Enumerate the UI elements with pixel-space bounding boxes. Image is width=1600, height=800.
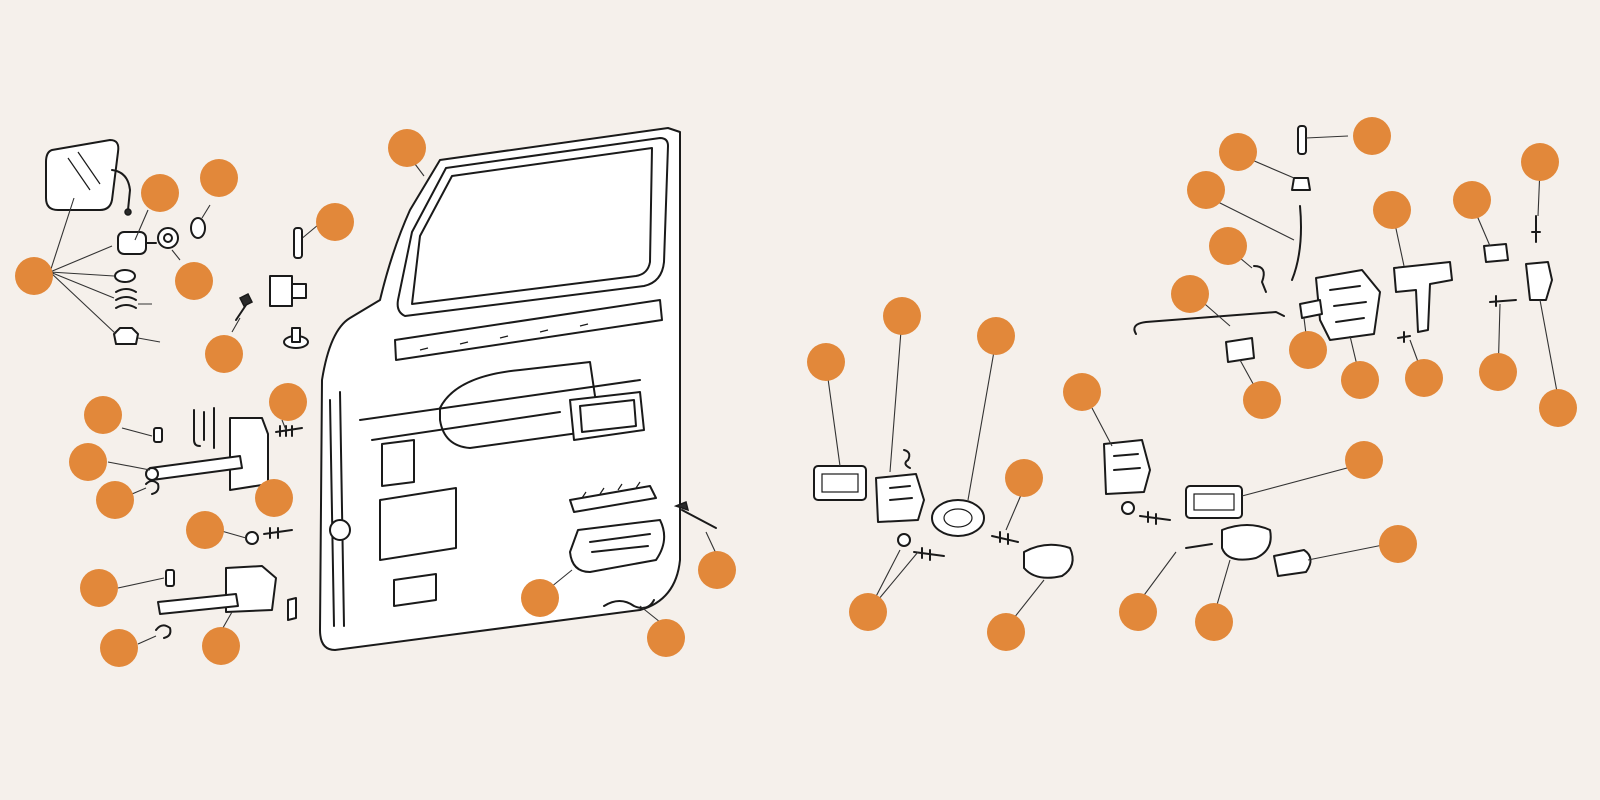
hotspot-lock-knob[interactable] <box>1353 117 1391 155</box>
hotspot-striker-screw[interactable] <box>1479 353 1517 391</box>
hotspot-knob-grommet[interactable] <box>1219 133 1257 171</box>
hotspot-screw-a[interactable] <box>849 593 887 631</box>
hotspot-lower-hinge[interactable] <box>202 627 240 665</box>
door-shell <box>319 127 681 651</box>
hotspot-lower-bolt[interactable] <box>80 569 118 607</box>
hotspot-lock-screw[interactable] <box>1405 359 1443 397</box>
hotspot-lock-bracket[interactable] <box>1243 381 1281 419</box>
hotspot-bezel-a[interactable] <box>807 343 845 381</box>
hotspot-mirror-washer[interactable] <box>200 159 238 197</box>
hotspot-mirror[interactable] <box>15 257 53 295</box>
hotspot-rod-clip[interactable] <box>1209 227 1247 265</box>
lock-mechanism <box>1133 125 1553 363</box>
outer-handle-parts <box>539 481 721 623</box>
hotspot-bezel-b[interactable] <box>1345 441 1383 479</box>
hotspot-check-clip[interactable] <box>96 481 134 519</box>
hotspot-rod-holder[interactable] <box>1289 331 1327 369</box>
hotspot-layer <box>15 117 1577 667</box>
mirror-assembly <box>45 139 132 216</box>
inner-handle-set-a <box>813 449 1074 579</box>
left-lower-leaders <box>107 419 287 645</box>
middle-leaders <box>825 317 1045 629</box>
hotspot-striker-screw-top[interactable] <box>1521 143 1559 181</box>
door-check-lower <box>155 527 297 639</box>
hotspot-check-bolt[interactable] <box>84 396 122 434</box>
hotspot-inner-handle-a[interactable] <box>883 297 921 335</box>
hotspot-hinge-pin[interactable] <box>316 203 354 241</box>
hotspot-cover-a[interactable] <box>987 613 1025 651</box>
hotspot-handle-rod[interactable] <box>647 619 685 657</box>
hotspot-hinge-bolt[interactable] <box>205 335 243 373</box>
hotspot-escutcheon-b[interactable] <box>1195 603 1233 641</box>
hotspot-lower-clip[interactable] <box>100 629 138 667</box>
hotspot-spacer[interactable] <box>1453 181 1491 219</box>
hotspot-door-lock[interactable] <box>1341 361 1379 399</box>
hotspot-outer-handle[interactable] <box>521 579 559 617</box>
hotspot-check-screw[interactable] <box>269 383 307 421</box>
hotspot-inner-handle-b[interactable] <box>1063 373 1101 411</box>
hotspot-striker[interactable] <box>1539 389 1577 427</box>
hotspot-door-shell[interactable] <box>388 129 426 167</box>
hotspot-cover-b[interactable] <box>1379 525 1417 563</box>
hotspot-screw-c[interactable] <box>1119 593 1157 631</box>
hotspot-check-arm[interactable] <box>69 443 107 481</box>
hinge-upper-parts <box>235 227 309 349</box>
mirror-bracket-parts <box>113 217 206 345</box>
hotspot-escutcheon-a[interactable] <box>977 317 1015 355</box>
hotspot-mirror-nut[interactable] <box>175 262 213 300</box>
hotspot-remote-rod[interactable] <box>1171 275 1209 313</box>
hotspot-mirror-arm[interactable] <box>141 174 179 212</box>
door-check-upper <box>145 407 303 495</box>
mirror-leader-lines <box>49 197 319 343</box>
hotspot-lock-rod[interactable] <box>1187 171 1225 209</box>
hotspot-screw-b[interactable] <box>1005 459 1043 497</box>
hotspot-check-nut[interactable] <box>186 511 224 549</box>
inner-handle-set-b <box>1091 407 1399 623</box>
hotspot-check-bracket[interactable] <box>255 479 293 517</box>
hotspot-lock-lever[interactable] <box>1373 191 1411 229</box>
hotspot-handle-screw[interactable] <box>698 551 736 589</box>
